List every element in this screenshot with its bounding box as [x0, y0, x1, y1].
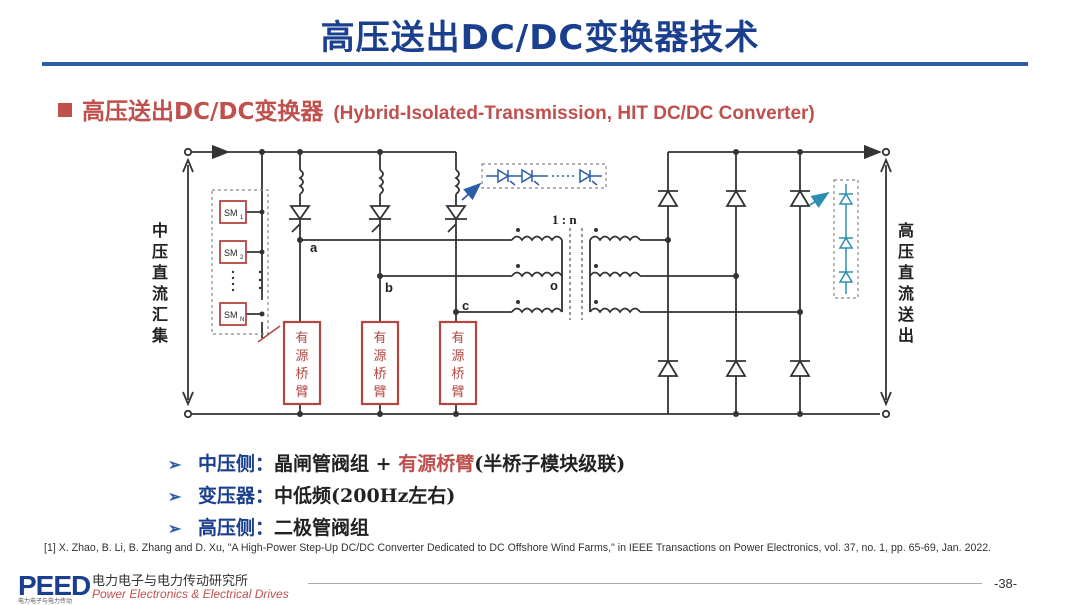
svg-text:桥: 桥	[451, 367, 464, 382]
svg-text:桥: 桥	[373, 367, 386, 382]
svg-text:汇: 汇	[152, 305, 168, 324]
diode-series-detail	[809, 179, 859, 299]
thyristor-leg-b	[369, 152, 391, 276]
chevron-right-icon: ➢	[168, 455, 182, 474]
smn-module: SM N	[219, 302, 247, 326]
bullet-transformer: ➢变压器：中低频(200Hz左右)	[168, 480, 625, 512]
svg-text:SM: SM	[224, 248, 238, 258]
svg-text:有: 有	[295, 331, 308, 346]
sm-chain-box	[211, 189, 269, 335]
mv-negative-terminal	[183, 409, 193, 419]
institute-name-cn: 电力电子与电力传动研究所	[92, 574, 249, 589]
turns-ratio-label: 1 : n	[552, 212, 577, 227]
svg-text:源: 源	[373, 349, 386, 364]
svg-text:源: 源	[295, 349, 308, 364]
svg-text:SM: SM	[224, 208, 238, 218]
section-heading: 高压送出DC/DC变换器 (Hybrid-Isolated-Transmissio…	[58, 92, 815, 126]
hv-positive-terminal	[881, 147, 891, 157]
key-points-list: ➢中压侧：晶闸管阀组 + 有源桥臂(半桥子模块级联) ➢变压器：中低频(200H…	[168, 448, 625, 544]
svg-text:SM: SM	[224, 310, 238, 320]
diode-lower-a	[657, 359, 679, 377]
svg-text:臂: 臂	[373, 385, 386, 400]
svg-text:送: 送	[897, 305, 915, 324]
hv-transmission-label: 高 压 直 流 送 出	[897, 221, 915, 345]
svg-text:集: 集	[151, 326, 169, 345]
svg-text:流: 流	[152, 284, 168, 303]
thyristor-series-detail	[461, 163, 607, 201]
svg-text:臂: 臂	[451, 385, 464, 400]
node-label-a: a	[310, 240, 318, 255]
svg-text:桥: 桥	[295, 367, 308, 382]
mv-collection-label: 中 压 直 流 汇 集	[151, 221, 169, 345]
bullet-hv-side: ➢高压侧：二极管阀组	[168, 512, 625, 544]
section-heading-cn: 高压送出DC/DC变换器	[82, 99, 324, 125]
svg-text:直: 直	[898, 263, 914, 282]
logo-subtext: 电力电子与电力传动	[18, 598, 73, 605]
svg-text:中: 中	[152, 221, 168, 240]
svg-text:1: 1	[240, 215, 244, 221]
title-divider	[42, 62, 1028, 66]
footer-divider	[308, 583, 982, 584]
mv-positive-terminal	[183, 147, 193, 157]
chevron-right-icon: ➢	[168, 519, 182, 538]
diode-lower-c	[789, 359, 811, 377]
page-number: -38-	[994, 576, 1018, 591]
node-label-c: c	[462, 298, 469, 313]
diode-upper-b	[725, 189, 747, 207]
svg-text:臂: 臂	[295, 385, 308, 400]
svg-text:有: 有	[373, 331, 386, 346]
svg-text:N: N	[240, 317, 244, 323]
chevron-right-icon: ➢	[168, 487, 182, 506]
thyristor-leg-c	[445, 152, 467, 312]
hv-negative-terminal	[881, 409, 891, 419]
svg-text:直: 直	[152, 263, 168, 282]
peed-logo: PEED	[18, 570, 91, 601]
svg-text:流: 流	[898, 284, 914, 303]
footer: PEED 电力电子与电力传动 电力电子与电力传动研究所 Power Electr…	[0, 566, 1080, 605]
diode-upper-c	[789, 189, 811, 207]
diode-upper-a	[657, 189, 679, 207]
node-label-b: b	[385, 280, 393, 295]
diode-lower-b	[725, 359, 747, 377]
sm2-module: SM 2	[219, 240, 247, 264]
active-bridge-arm-b: 有 源 桥 臂	[360, 320, 400, 406]
sm-ellipsis	[231, 270, 262, 292]
institute-name-en: Power Electronics & Electrical Drives	[92, 587, 289, 601]
thyristor-leg-a	[289, 152, 311, 240]
svg-text:源: 源	[451, 349, 464, 364]
svg-text:有: 有	[451, 331, 464, 346]
active-bridge-arm-c: 有 源 桥 臂	[438, 320, 478, 406]
svg-text:2: 2	[240, 255, 244, 261]
bullet-mv-side: ➢中压侧：晶闸管阀组 + 有源桥臂(半桥子模块级联)	[168, 448, 625, 480]
svg-text:出: 出	[898, 326, 914, 345]
reference-citation: [1] X. Zhao, B. Li, B. Zhang and D. Xu, …	[44, 542, 992, 554]
active-bridge-arm-a: 有 源 桥 臂	[282, 320, 322, 406]
sm1-module: SM 1	[219, 200, 247, 224]
page-title: 高压送出DC/DC变换器技术	[320, 18, 760, 58]
node-label-o: o	[550, 278, 558, 293]
svg-text:压: 压	[898, 242, 914, 261]
svg-text:高: 高	[898, 221, 914, 240]
bullet-square-icon	[58, 103, 72, 117]
section-heading-en: (Hybrid-Isolated-Transmission, HIT DC/DC…	[333, 103, 815, 124]
svg-text:压: 压	[152, 242, 168, 261]
